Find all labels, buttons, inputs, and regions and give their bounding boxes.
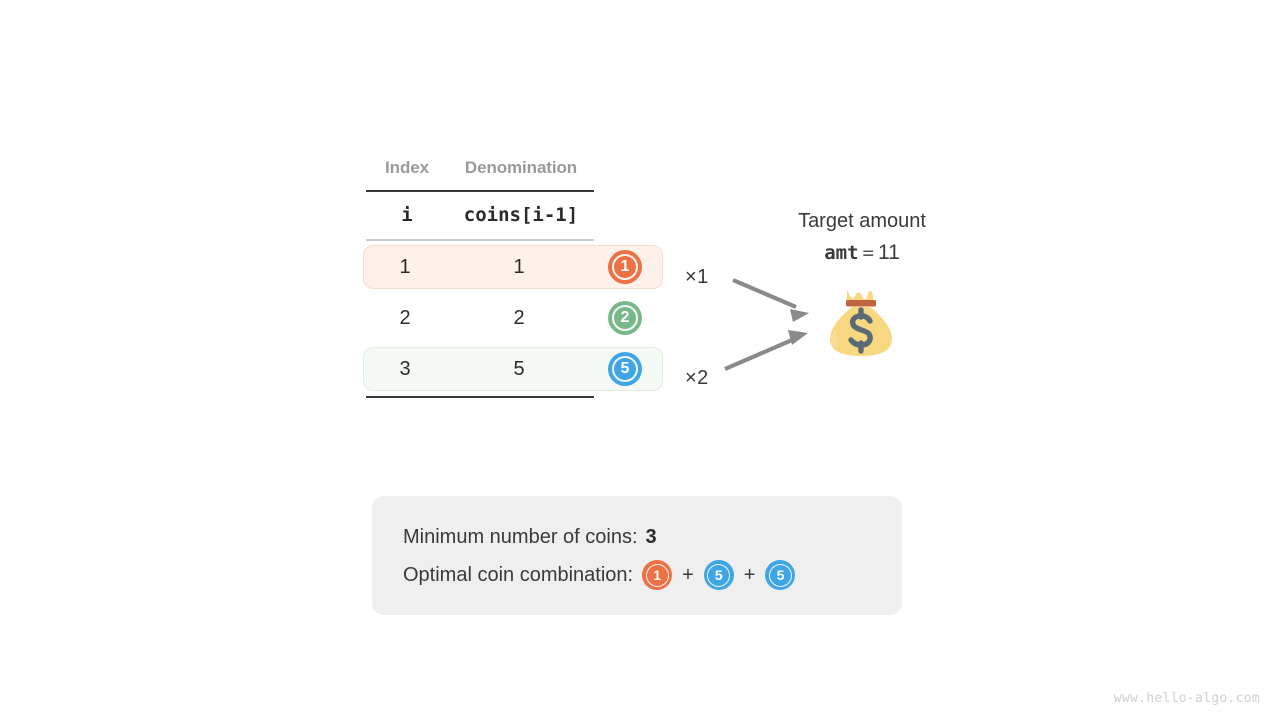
coin-badge: 1 xyxy=(608,250,642,284)
arrow-icon-lower-shaft xyxy=(724,338,793,371)
watermark: www.hello-algo.com xyxy=(1113,691,1260,706)
row-coin-slot: 1 xyxy=(592,250,658,284)
row-denomination-value: 1 xyxy=(513,255,525,278)
result-line-combination: Optimal coin combination: 1 + 5 + 5 xyxy=(403,556,902,594)
coin-label: 5 xyxy=(620,360,630,377)
money-bag-icon xyxy=(826,286,896,365)
target-amount-equals: = xyxy=(862,242,874,264)
arrow-icon-lower-head xyxy=(788,330,808,345)
table-subheader-row: i coins[i-1] xyxy=(366,192,594,239)
result-line-min-coins: Minimum number of coins: 3 xyxy=(403,518,902,556)
target-amount-block: Target amount amt=11 xyxy=(762,206,962,271)
coin-badge: 1 xyxy=(642,560,673,590)
coin-label: 5 xyxy=(776,567,785,583)
min-coins-value: 3 xyxy=(645,525,657,548)
row-index-value: 2 xyxy=(399,306,411,329)
table-rule-bottom xyxy=(366,396,594,398)
arrows-group xyxy=(720,268,830,383)
coin-label: 5 xyxy=(714,567,723,583)
arrow-icon-upper-shaft xyxy=(732,278,797,309)
coin-label: 1 xyxy=(653,567,661,583)
multiplier-row-3: ×2 xyxy=(685,367,709,389)
row-index-value: 3 xyxy=(399,357,411,380)
target-amount-variable: amt xyxy=(824,242,859,264)
target-amount-value: 11 xyxy=(877,241,900,264)
coin-badge: 5 xyxy=(703,560,734,590)
subheader-denomination: coins[i-1] xyxy=(463,204,579,226)
result-panel: Minimum number of coins: 3 Optimal coin … xyxy=(372,496,902,615)
table-row[interactable]: 2 2 2 xyxy=(363,296,663,340)
table-header-row: Index Denomination xyxy=(366,158,594,190)
row-coin-slot: 5 xyxy=(592,352,658,386)
table-row[interactable]: 1 1 1 xyxy=(363,245,663,289)
target-amount-expression: amt=11 xyxy=(762,236,962,271)
coin-label: 2 xyxy=(620,309,630,326)
column-header-denomination: Denomination xyxy=(464,158,578,177)
row-coin-slot: 2 xyxy=(592,301,658,335)
coin-label: 1 xyxy=(620,258,630,275)
row-index-value: 1 xyxy=(399,255,411,278)
column-header-index: Index xyxy=(385,158,429,177)
multiplier-row-1: ×1 xyxy=(685,266,709,288)
coin-badge: 5 xyxy=(765,560,796,590)
subheader-index: i xyxy=(401,204,413,226)
plus-sign: + xyxy=(743,563,756,586)
table-row[interactable]: 3 5 5 xyxy=(363,347,663,391)
row-denomination-value: 5 xyxy=(513,357,525,380)
combination-label: Optimal coin combination: xyxy=(403,563,634,586)
bag-band xyxy=(846,300,876,307)
plus-sign: + xyxy=(682,563,694,586)
table-rule-middle xyxy=(366,239,594,241)
coin-badge: 5 xyxy=(608,352,642,386)
target-amount-title: Target amount xyxy=(798,210,926,232)
bag-highlight xyxy=(829,330,839,348)
coin-badge: 2 xyxy=(608,301,642,335)
denomination-table: Index Denomination i coins[i-1] 1 1 1 2 xyxy=(363,158,663,398)
row-denomination-value: 2 xyxy=(513,306,525,329)
min-coins-label: Minimum number of coins: xyxy=(403,525,638,548)
combination-coins: 1 + 5 + 5 xyxy=(633,560,796,590)
arrow-icon-upper-head xyxy=(790,309,809,322)
table-rule-top xyxy=(366,190,594,192)
